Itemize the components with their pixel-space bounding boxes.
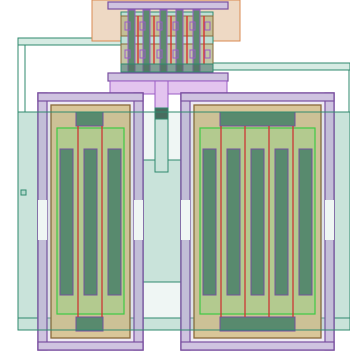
frame-top-right-rail — [212, 62, 350, 71]
gate-bus-bar — [107, 72, 229, 82]
top-contact-1 — [124, 21, 131, 31]
right-transistor-block — [180, 92, 335, 351]
right-guard-ring-bottom — [180, 341, 335, 351]
right-finger-5 — [298, 148, 313, 296]
top-contact-5 — [189, 21, 196, 31]
right-finger-1 — [202, 148, 217, 296]
top-contact-12 — [204, 49, 211, 59]
left-ring-gap-left — [38, 200, 47, 240]
right-finger-3 — [250, 148, 265, 296]
top-contact-2 — [139, 21, 146, 31]
right-finger-4 — [274, 148, 289, 296]
left-finger-1 — [59, 148, 74, 296]
diffusion-overlay — [17, 111, 350, 331]
left-finger-2 — [83, 148, 98, 296]
left-finger-3 — [107, 148, 122, 296]
top-contact-10 — [172, 49, 179, 59]
right-guard-ring-top — [180, 92, 335, 102]
right-bottom-contact-bar — [219, 316, 296, 332]
top-contact-6 — [204, 21, 211, 31]
center-tap-stem — [154, 118, 169, 173]
left-transistor-block — [37, 92, 144, 351]
left-guard-ring-top — [37, 92, 144, 102]
top-contact-9 — [156, 49, 163, 59]
right-finger-2 — [226, 148, 241, 296]
top-gate-5 — [192, 9, 201, 73]
top-cell-metal-bar — [107, 1, 229, 10]
top-contact-8 — [139, 49, 146, 59]
top-gate-3 — [159, 9, 168, 73]
top-gate-2 — [142, 9, 151, 73]
top-contact-11 — [189, 49, 196, 59]
left-ring-gap-right — [134, 200, 143, 240]
top-contact-7 — [124, 49, 131, 59]
top-cell — [91, 0, 241, 73]
left-guard-ring-bottom — [37, 341, 144, 351]
top-gate-1 — [127, 9, 136, 73]
right-ring-gap-right — [325, 200, 334, 240]
top-contact-4 — [172, 21, 179, 31]
top-gate-4 — [175, 9, 184, 73]
left-bottom-contact-bar — [75, 316, 104, 332]
top-cell-bottom-strip — [120, 63, 214, 73]
frame-side-contact — [20, 189, 27, 196]
right-ring-gap-left — [181, 200, 190, 240]
center-tap — [154, 80, 169, 173]
top-contact-3 — [156, 21, 163, 31]
